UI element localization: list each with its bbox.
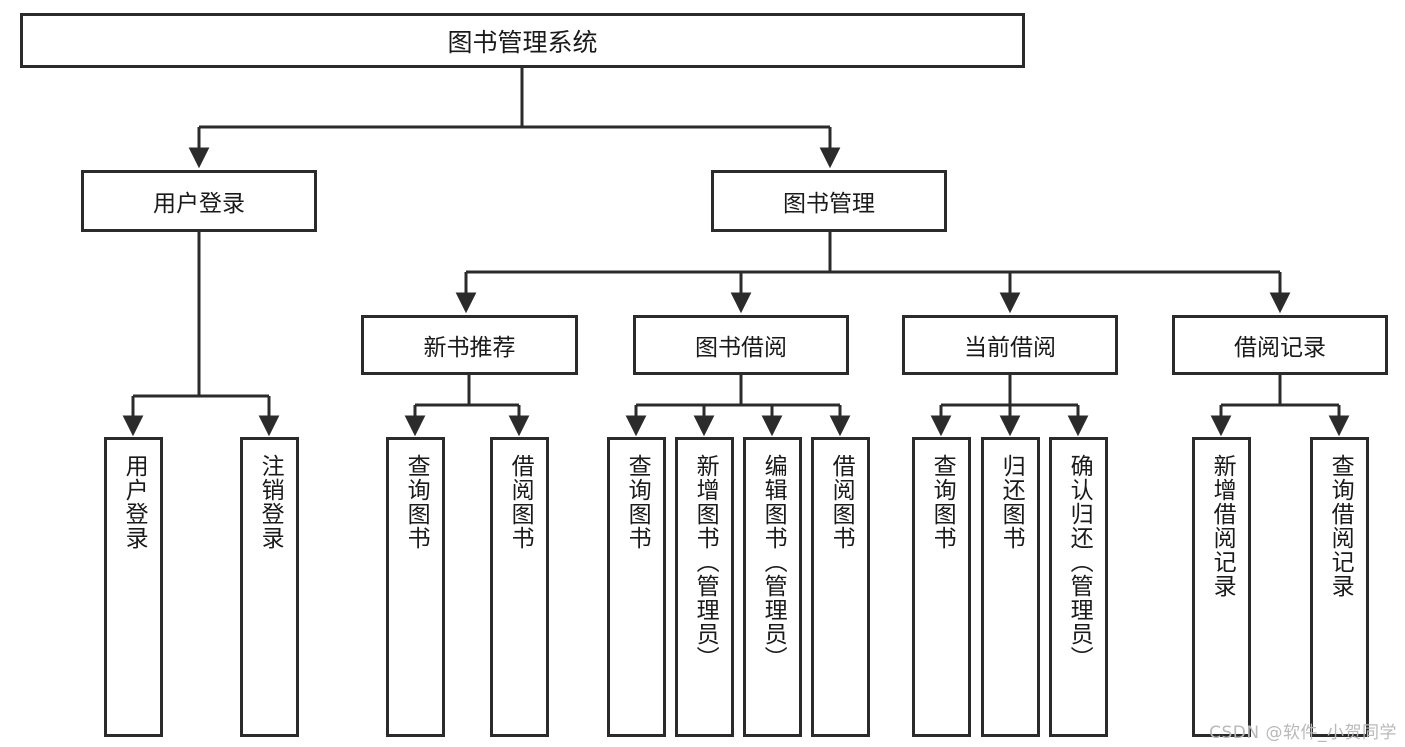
node-label: 当前借阅	[964, 335, 1056, 361]
leaf-label: 查询图书	[929, 454, 956, 550]
leaf-borrow-record-query-record[interactable]: 查询借阅记录	[1310, 437, 1369, 737]
leaf-label: 编辑图书（管理员）	[760, 454, 787, 670]
leaf-label: 确认归还（管理员）	[1066, 454, 1093, 670]
node-book-borrow[interactable]: 图书借阅	[633, 315, 849, 375]
node-label: 图书借阅	[695, 335, 787, 361]
node-borrow-record[interactable]: 借阅记录	[1172, 315, 1388, 375]
leaf-label: 查询图书	[624, 454, 651, 550]
leaf-user-login-logout[interactable]: 注销登录	[240, 437, 299, 737]
leaf-label: 查询图书	[403, 454, 430, 550]
node-new-book-recommend[interactable]: 新书推荐	[361, 315, 578, 375]
leaf-label: 查询借阅记录	[1327, 454, 1354, 598]
node-label: 用户登录	[153, 191, 245, 217]
leaf-new-book-borrow-book[interactable]: 借阅图书	[490, 437, 549, 737]
leaf-current-borrow-confirm-return-admin[interactable]: 确认归还（管理员）	[1049, 437, 1108, 737]
leaf-label: 归还图书	[998, 454, 1025, 550]
node-book-management[interactable]: 图书管理	[711, 170, 947, 232]
leaf-label: 新增借阅记录	[1209, 454, 1236, 598]
leaf-current-borrow-query-book[interactable]: 查询图书	[912, 437, 971, 737]
node-label: 借阅记录	[1234, 335, 1326, 361]
leaf-user-login-login[interactable]: 用户登录	[104, 437, 163, 737]
node-root-book-management-system[interactable]: 图书管理系统	[20, 13, 1025, 68]
leaf-current-borrow-return-book[interactable]: 归还图书	[981, 437, 1040, 737]
node-label: 新书推荐	[423, 335, 516, 361]
leaf-book-borrow-borrow-book[interactable]: 借阅图书	[811, 437, 870, 737]
leaf-book-borrow-query-book[interactable]: 查询图书	[607, 437, 666, 737]
node-current-borrow[interactable]: 当前借阅	[902, 315, 1118, 375]
leaf-label: 借阅图书	[828, 454, 855, 550]
leaf-label: 注销登录	[257, 454, 284, 550]
node-label: 图书管理系统	[447, 27, 598, 57]
leaf-label: 新增图书（管理员）	[692, 454, 719, 670]
leaf-label: 用户登录	[121, 454, 148, 550]
node-label: 图书管理	[783, 191, 875, 217]
leaf-borrow-record-add-record[interactable]: 新增借阅记录	[1192, 437, 1251, 737]
leaf-label: 借阅图书	[507, 454, 534, 550]
leaf-book-borrow-add-book-admin[interactable]: 新增图书（管理员）	[675, 437, 734, 737]
node-user-login[interactable]: 用户登录	[81, 170, 317, 232]
leaf-book-borrow-edit-book-admin[interactable]: 编辑图书（管理员）	[743, 437, 802, 737]
leaf-new-book-query-book[interactable]: 查询图书	[386, 437, 445, 737]
